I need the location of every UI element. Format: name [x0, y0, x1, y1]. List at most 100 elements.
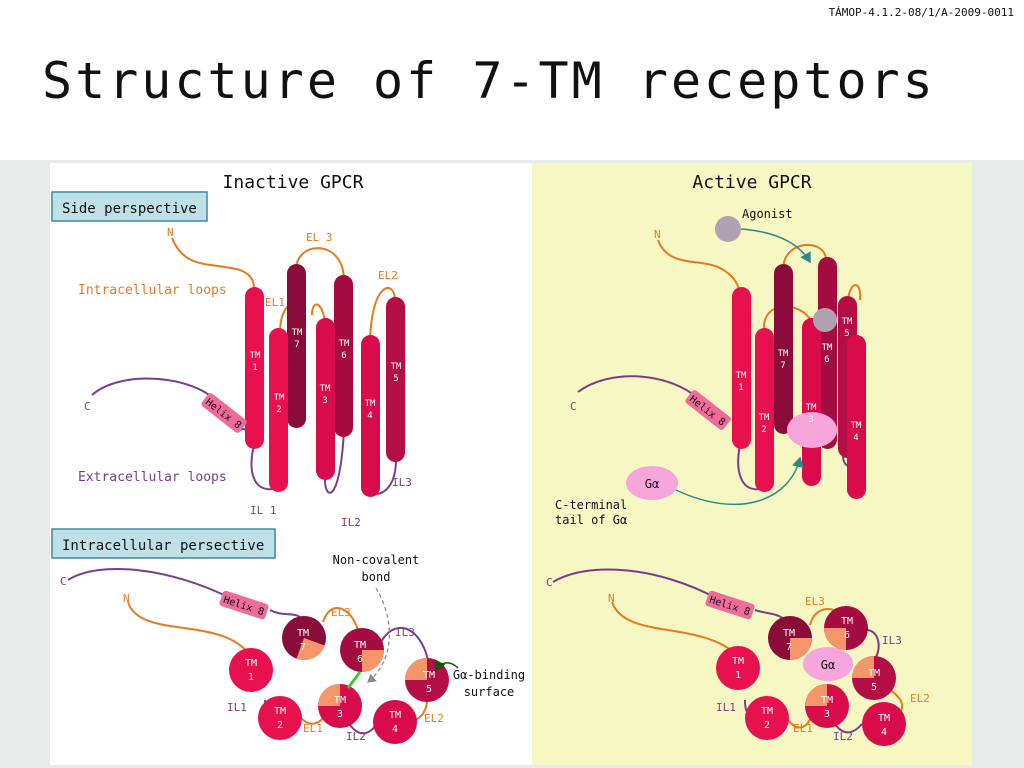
inactive-panel — [50, 163, 532, 765]
top-tm4 — [373, 700, 417, 744]
active-tm4-helix — [847, 335, 866, 499]
tm4-helix — [361, 335, 380, 497]
n-terminus-label: N — [167, 226, 174, 239]
extracellular-loops-label: Extracellular loops — [78, 470, 227, 485]
top-tm1-num: 1 — [248, 672, 254, 683]
tm2-label: TM — [274, 393, 285, 403]
tm1-num: 1 — [252, 363, 257, 373]
top-tm4-num: 4 — [392, 724, 398, 735]
active-top-galpha-label: Gα — [821, 658, 835, 672]
tm4-num: 4 — [367, 411, 372, 421]
active-tm1-helix — [732, 287, 751, 449]
active-top-tm4-num: 4 — [881, 727, 887, 738]
top-tm5-label: TM — [423, 670, 435, 681]
active-top-view: Helix 8 Gα TM 1 TM 2 TM 3 TM 4 TM 5 TM 6… — [546, 568, 930, 746]
tm7-helix — [287, 264, 306, 428]
active-top-tm3-num: 3 — [824, 709, 830, 720]
cterminal-label-2: tail of Gα — [555, 513, 627, 527]
top-tm1-label: TM — [245, 658, 257, 669]
tm5-label: TM — [391, 362, 402, 372]
active-top-tm5-num: 5 — [871, 682, 877, 693]
tm4-label: TM — [365, 399, 376, 409]
il1-label: IL 1 — [250, 504, 277, 517]
intracellular-loops-label: Intracellular loops — [78, 283, 227, 298]
active-tm7-label: TM — [778, 349, 789, 359]
tm3-num: 3 — [322, 396, 327, 406]
agonist-label: Agonist — [742, 207, 793, 221]
tm5-num: 5 — [393, 374, 398, 384]
tm6-label: TM — [339, 339, 350, 349]
top-il1-label: IL1 — [227, 701, 247, 714]
top-tm4-label: TM — [389, 710, 401, 721]
galpha-binding-label-1: Gα-binding — [453, 668, 525, 682]
active-top-tm1-num: 1 — [735, 670, 741, 681]
galpha-binding-label-2: surface — [464, 685, 515, 699]
active-top-tm5-label: TM — [868, 668, 880, 679]
side-perspective-box: Side perspective — [51, 191, 208, 222]
inactive-title: Inactive GPCR — [223, 172, 364, 193]
el2-label: EL2 — [378, 269, 398, 282]
active-tm5-num: 5 — [844, 329, 849, 339]
top-c-label: C — [60, 575, 67, 588]
tm2-num: 2 — [276, 405, 281, 415]
slide-id: TÁMOP-4.1.2-08/1/A-2009-0011 — [828, 6, 1014, 19]
active-tm3-helix — [802, 318, 821, 486]
top-tm3-num: 3 — [337, 709, 343, 720]
tm3-helix — [316, 318, 335, 480]
il3-label: IL3 — [392, 476, 412, 489]
top-tm2-num: 2 — [277, 720, 283, 731]
tm6-helix — [334, 275, 353, 437]
active-top-il2-label: IL2 — [833, 730, 853, 743]
active-top-el2-label: EL2 — [910, 692, 930, 705]
active-tm6-num: 6 — [824, 355, 829, 365]
active-title: Active GPCR — [692, 172, 811, 193]
agonist-bound — [813, 308, 837, 332]
active-top-n-label: N — [608, 592, 615, 605]
top-el2-label: EL2 — [424, 712, 444, 725]
active-tm6-helix — [818, 257, 837, 449]
active-top-el1-label: EL1 — [793, 722, 813, 735]
active-tm6-label: TM — [822, 343, 833, 353]
top-tm5-num: 5 — [426, 684, 432, 695]
tm5-helix — [386, 297, 405, 462]
active-tm2-label: TM — [759, 413, 770, 423]
active-tm3-num: 3 — [808, 415, 813, 425]
intracellular-perspective-label: Intracellular persective — [62, 538, 264, 554]
side-perspective-label: Side perspective — [62, 201, 197, 217]
active-tm1-num: 1 — [738, 383, 743, 393]
non-covalent-label-1: Non-covalent — [333, 553, 420, 567]
galpha-tail-blob — [787, 412, 837, 448]
c-terminus-label: C — [84, 400, 91, 413]
active-tm5-label: TM — [842, 317, 853, 327]
active-top-il1-label: IL1 — [716, 701, 736, 714]
galpha-ball-label: Gα — [645, 477, 659, 491]
active-top-tm6-label: TM — [841, 616, 853, 627]
top-il3-label: IL3 — [395, 626, 415, 639]
top-il2-label: IL2 — [346, 730, 366, 743]
il2-label: IL2 — [341, 516, 361, 529]
active-tm7-helix — [774, 264, 793, 434]
active-n-label: N — [654, 228, 661, 241]
agonist-ball — [715, 216, 741, 242]
slide-title: Structure of 7-TM receptors — [42, 52, 936, 110]
top-el3-label: EL3 — [331, 606, 351, 619]
cterminal-label-1: C-terminal — [555, 498, 627, 512]
top-tm1 — [229, 648, 273, 692]
non-covalent-label-2: bond — [362, 570, 391, 584]
top-tm6-num: 6 — [357, 654, 363, 665]
top-tm6-label: TM — [354, 640, 366, 651]
active-top-tm2-num: 2 — [764, 720, 770, 731]
tm6-num: 6 — [341, 351, 346, 361]
tm7-label: TM — [292, 328, 303, 338]
tm7-num: 7 — [294, 340, 299, 350]
active-side-view: Helix 8 Agonist Gα C-terminal tail of Gα… — [555, 207, 866, 527]
active-top-tm1-label: TM — [732, 656, 744, 667]
el1-label: EL1 — [265, 296, 285, 309]
active-top-tm2 — [745, 696, 789, 740]
active-top-tm7-label: TM — [783, 628, 795, 639]
active-top-tm1 — [716, 646, 760, 690]
top-tm2 — [258, 696, 302, 740]
active-top-il3-label: IL3 — [882, 634, 902, 647]
active-tm4-label: TM — [851, 421, 862, 431]
